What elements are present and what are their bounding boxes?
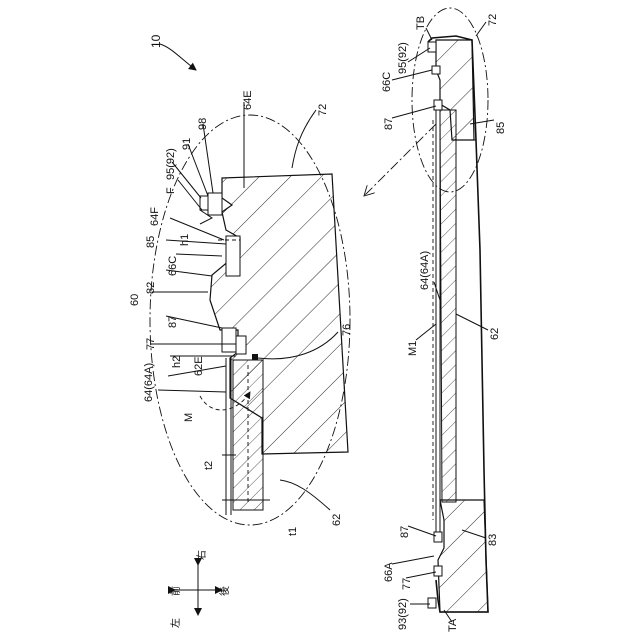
main-view: TB 72 95(92) 66C 87 85 64(64A) M1 62 87 … [381,8,507,632]
label-66C-main: 66C [381,72,393,92]
label-66A: 66A [383,562,395,582]
part-93-92-main [428,598,436,608]
label-F: F [165,187,177,194]
detail-view: 64E 72 98 91 95(92) F 64F h1 85 66C 82 6… [129,90,353,536]
label-77-main: 77 [401,578,413,590]
label-93-92: 93(92) [397,598,409,630]
part-87 [222,328,236,352]
label-62-detail: 62 [331,514,343,526]
label-64F: 64F [149,207,161,226]
direction-rear: 後 [218,586,231,596]
part-87-main-bottom [434,532,442,542]
figure-number: 10 [149,34,163,48]
part-77-main [434,566,442,576]
label-M1: M1 [407,341,419,356]
label-h1: h1 [179,234,191,246]
label-85-main: 85 [495,122,507,134]
part-77 [236,336,246,354]
label-62E: 62E [193,356,205,376]
part-87-main-top [434,100,442,110]
label-72-detail: 72 [317,104,329,116]
label-64-64A-main: 64(64A) [419,251,431,290]
label-M: M [183,413,195,422]
label-87-detail: 87 [167,316,179,328]
label-64-64A-detail: 64(64A) [143,363,155,402]
label-h2: h2 [171,356,183,368]
label-85-detail: 85 [145,236,157,248]
component-72-bottom-block [438,500,488,612]
detail-callout-arrow [364,124,436,196]
direction-left: 左 [169,618,182,628]
label-76: 76 [341,324,353,336]
label-66C-detail: 66C [167,256,179,276]
component-62-main-panel [440,110,456,502]
label-77-detail: 77 [145,338,157,350]
label-t1: t1 [287,527,299,536]
part-95-92 [200,196,208,210]
label-TB: TB [415,16,427,30]
direction-right: 右 [195,550,208,560]
label-95-92-main: 95(92) [397,42,409,74]
label-60: 60 [129,294,141,306]
label-83: 83 [487,534,499,546]
part-85 [226,236,240,276]
label-62-main: 62 [489,328,501,340]
part-66C-main [432,66,440,74]
label-87-main-bottom: 87 [399,526,411,538]
label-TA: TA [447,618,459,632]
label-t2: t2 [203,461,215,470]
label-64E: 64E [242,90,254,110]
direction-front: 前 [169,586,182,596]
part-76 [252,354,258,360]
part-91 [208,193,222,215]
label-95-92-detail: 95(92) [165,148,177,180]
label-91: 91 [181,138,193,150]
label-98: 98 [197,118,209,130]
label-72-main: 72 [487,14,499,26]
label-87-main-top: 87 [383,118,395,130]
label-82: 82 [145,282,157,294]
direction-compass-icon: 前 右 左 後 [169,550,231,628]
part-95-92-main [428,42,436,52]
figure-number-leader [160,44,196,70]
